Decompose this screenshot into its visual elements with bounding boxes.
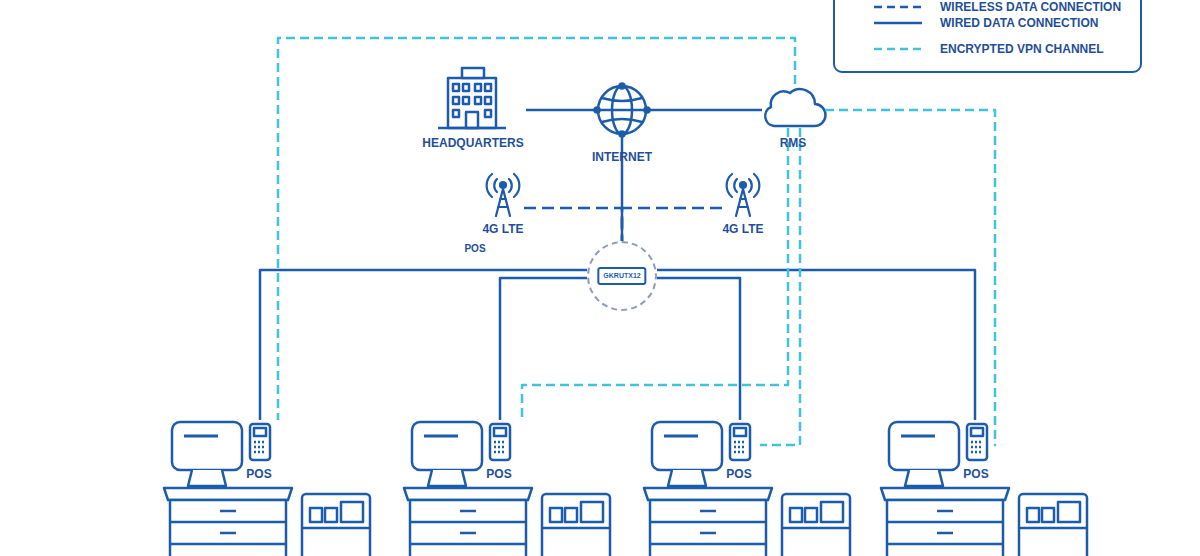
legend-text: WIRELESS DATA CONNECTION — [940, 0, 1121, 14]
antenna-top — [740, 182, 746, 188]
headquarters-node: HEADQUARTERS — [420, 66, 526, 128]
rms-node: RMS — [762, 84, 825, 128]
connector-vpn — [522, 128, 788, 420]
legend-sample-vpn — [874, 48, 922, 51]
mast — [496, 189, 510, 216]
node-label: POS — [246, 467, 271, 481]
connector-wired — [526, 109, 597, 112]
pos-terminal — [881, 422, 1087, 556]
tower-icon — [487, 174, 520, 216]
window — [475, 97, 481, 104]
connector-wired — [647, 109, 762, 112]
window — [453, 97, 459, 104]
node-label: 4G LTE — [482, 222, 523, 236]
door — [466, 112, 478, 128]
connector-wired — [260, 270, 587, 420]
cloud-icon — [765, 89, 825, 126]
window — [463, 84, 469, 91]
signal-arcs — [487, 174, 520, 197]
internet-node: INTERNET — [597, 85, 647, 135]
window — [475, 84, 481, 91]
connector-wired — [500, 278, 587, 420]
node-label: HEADQUARTERS — [422, 136, 523, 150]
connector-wireless — [524, 208, 622, 241]
connector-vpn — [760, 128, 800, 445]
node-label: INTERNET — [592, 150, 652, 164]
latitude — [602, 98, 642, 122]
connector-vpn — [278, 38, 795, 420]
globe-outline — [598, 86, 646, 134]
signal-arcs — [727, 174, 760, 197]
window — [485, 110, 491, 117]
connector-vpn — [825, 110, 995, 445]
globe-dot — [620, 84, 625, 89]
lte-tower-node: 4G LTE — [722, 170, 764, 220]
connector-wired — [657, 278, 740, 420]
ground-line — [438, 127, 506, 130]
connector-wireless — [622, 208, 722, 241]
legend-sample-wired — [874, 22, 922, 25]
window — [453, 84, 459, 91]
router-node: GKRUTX12 — [587, 241, 657, 311]
node-label: POS — [486, 467, 511, 481]
tower-icon — [727, 174, 760, 216]
pos-terminal — [164, 422, 370, 556]
window — [485, 84, 491, 91]
connector-wired — [657, 270, 975, 420]
window — [485, 97, 491, 104]
router-device-label: GKRUTX12 — [597, 267, 646, 285]
legend-text: ENCRYPTED VPN CHANNEL — [940, 42, 1104, 56]
antenna-top — [500, 182, 506, 188]
pos-terminal — [644, 422, 850, 556]
node-label: POS — [963, 467, 988, 481]
globe-icon — [595, 84, 650, 137]
pos-node: POS — [165, 420, 280, 485]
node-label: 4G LTE — [722, 222, 763, 236]
node-label: POS — [726, 467, 751, 481]
legend-sample-wireless — [874, 6, 922, 9]
pos-node: POS — [405, 420, 525, 485]
legend-text: WIRED DATA CONNECTION — [940, 16, 1098, 30]
free-label: POS — [464, 243, 485, 255]
mast — [736, 189, 750, 216]
lte-tower-node: 4G LTE — [482, 170, 524, 220]
window — [463, 97, 469, 104]
building-top — [462, 68, 484, 78]
headquarters-icon — [438, 68, 506, 128]
pos-node: POS — [882, 420, 994, 485]
building — [448, 78, 496, 128]
node-label: RMS — [780, 136, 807, 150]
window — [453, 110, 459, 117]
pos-terminal — [404, 422, 610, 556]
equator — [598, 109, 646, 112]
pos-node: POS — [645, 420, 760, 485]
